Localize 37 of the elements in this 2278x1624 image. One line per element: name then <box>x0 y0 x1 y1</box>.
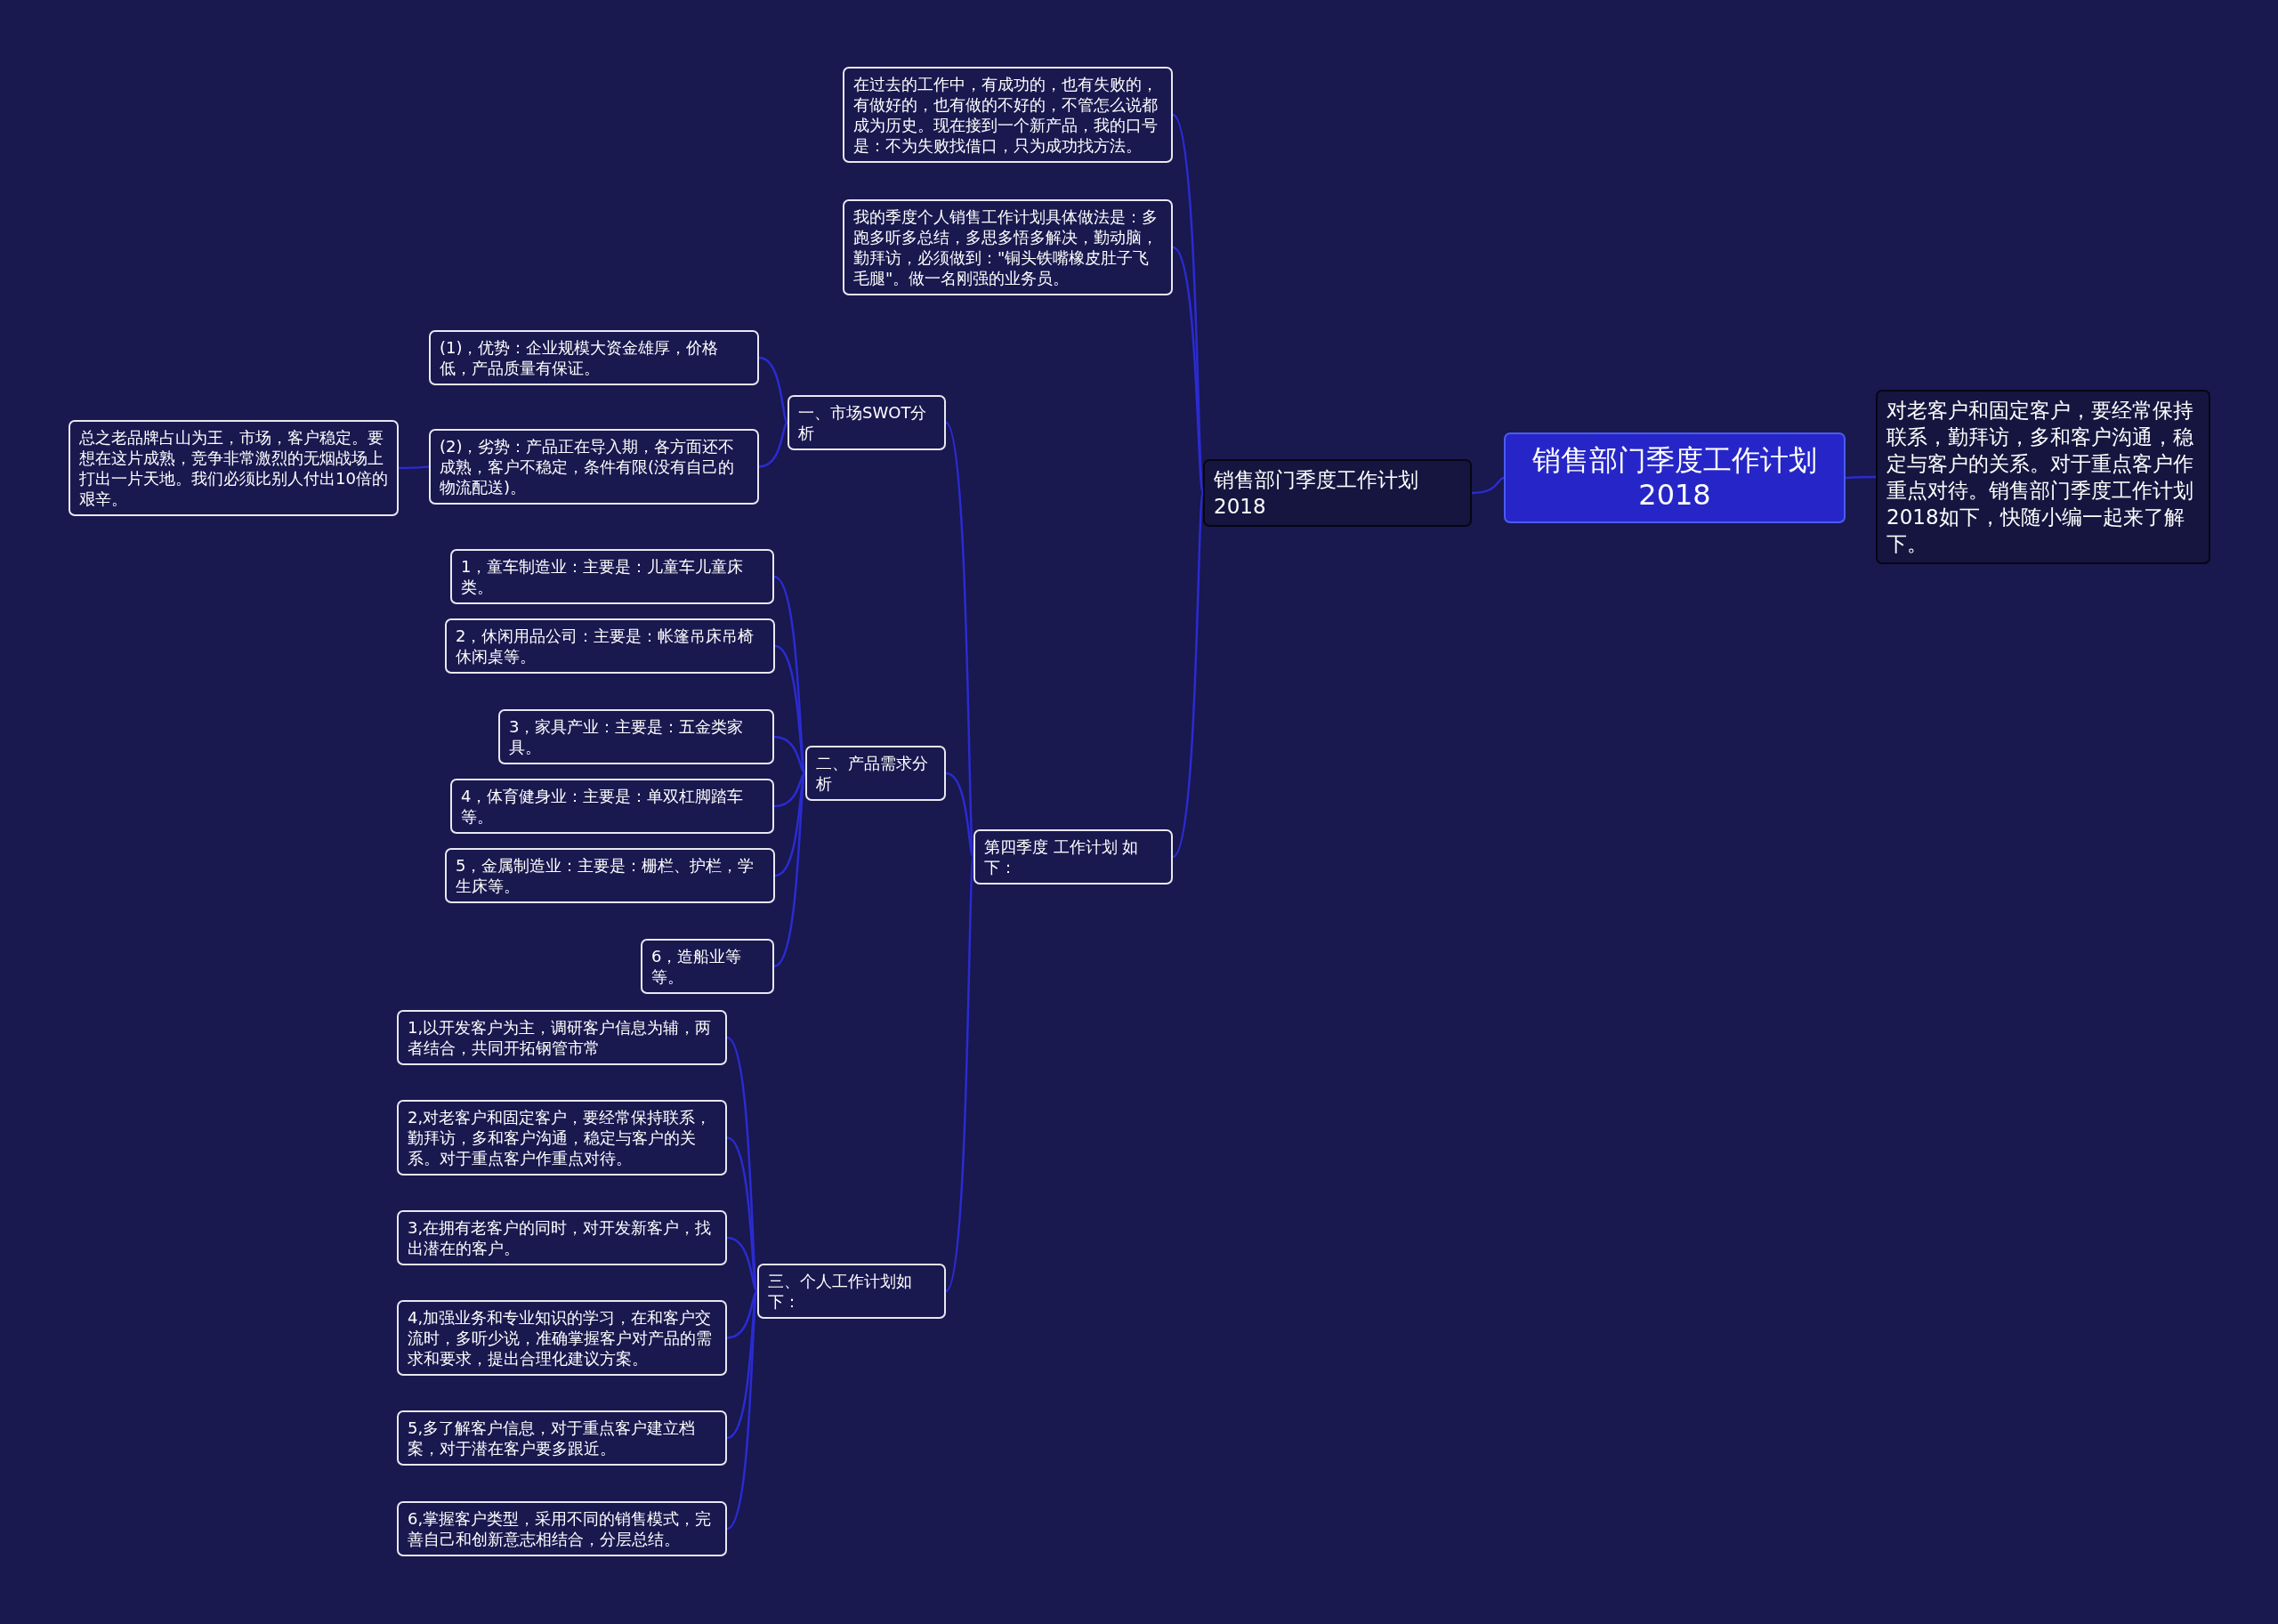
connector-line <box>773 772 806 808</box>
subtopic-box: 三、个人工作计划如下： <box>757 1264 946 1319</box>
connector-line <box>1172 492 1205 858</box>
connector-line <box>773 735 806 774</box>
topic-box: 对老客户和固定客户，要经常保持联系，勤拜访，多和客户沟通，稳定与客户的关系。对于重点客户作重点对待。销售部门季度工作计划2018如下，快随小编一起来了解下。 <box>1876 390 2210 564</box>
connector-line <box>726 1290 758 1339</box>
subtopic-box: 4,加强业务和专业知识的学习，在和客户交流时，多听少说，准确掌握客户对产品的需求和要求，提出合理化建议方案。 <box>397 1300 727 1376</box>
subtopic-box: 3,在拥有老客户的同时，对开发新客户，找出潜在的客户。 <box>397 1210 727 1265</box>
subtopic-box: 5,多了解客户信息，对于重点客户建立档案，对于潜在客户要多跟近。 <box>397 1410 727 1466</box>
subtopic-box: 总之老品牌占山为王，市场，客户稳定。要想在这片成熟，竞争非常激烈的无烟战场上打出一片天地。我们必须比别人付出10倍的艰辛。 <box>69 420 399 516</box>
connector-line <box>1471 476 1505 495</box>
subtopic-box: 2，休闲用品公司：主要是：帐篷吊床吊椅休闲桌等。 <box>445 618 775 674</box>
connector-line <box>1172 246 1205 494</box>
connector-line <box>726 1236 758 1292</box>
connector-line <box>1845 475 1876 480</box>
subtopic-box: 6,掌握客户类型，采用不同的销售模式，完善自己和创新意志相结合，分层总结。 <box>397 1501 727 1556</box>
subtopic-box: 2,对老客户和固定客户，要经常保持联系，勤拜访，多和客户沟通，稳定与客户的关系。对于重点客户作重点对待。 <box>397 1100 727 1176</box>
connector-line <box>945 772 975 858</box>
connector-line <box>399 465 430 470</box>
subtopic-box: 1,以开发客户为主，调研客户信息为辅，两者结合，共同开拓钢管市常 <box>397 1010 727 1065</box>
subtopic-box: 二、产品需求分析 <box>805 746 946 801</box>
subtopic-box: (1)，优势：企业规模大资金雄厚，价格低，产品质量有保证。 <box>429 330 759 385</box>
subtopic-box: 第四季度 工作计划 如下： <box>973 829 1173 885</box>
connector-line <box>758 356 788 424</box>
subtopic-box: 5，金属制造业：主要是：栅栏、护栏，学生床等。 <box>445 848 775 903</box>
subtopic-box: 4，体育健身业：主要是：单双杠脚踏车等。 <box>450 779 774 834</box>
connector-line <box>944 856 975 1292</box>
subtopic-box: 3，家具产业：主要是：五金类家具。 <box>498 709 774 764</box>
subtopic-box: (2)，劣势：产品正在导入期，各方面还不成熟，客户不稳定，条件有限(没有自己的物流配送)。 <box>429 429 759 505</box>
topic-box: 销售部门季度工作计划2018 <box>1203 459 1472 527</box>
subtopic-box: 一、市场SWOT分析 <box>788 395 946 450</box>
subtopic-box: 在过去的工作中，有成功的，也有失败的，有做好的，也有做的不好的，不管怎么说都成为历史。现在接到一个新产品，我的口号是：不为失败找借口，只为成功找方法。 <box>843 67 1173 163</box>
subtopic-box: 我的季度个人销售工作计划具体做法是：多跑多听多总结，多思多悟多解决，勤动脑，勤拜访，必须做到："铜头铁嘴橡皮肚子飞毛腿"。做一名刚强的业务员。 <box>843 199 1173 295</box>
central-topic-box: 销售部门季度工作计划2018 <box>1504 432 1846 523</box>
subtopic-box: 6，造船业等等。 <box>641 939 774 994</box>
subtopic-box: 1，童车制造业：主要是：儿童车儿童床类。 <box>450 549 774 604</box>
connector-line <box>758 422 788 468</box>
